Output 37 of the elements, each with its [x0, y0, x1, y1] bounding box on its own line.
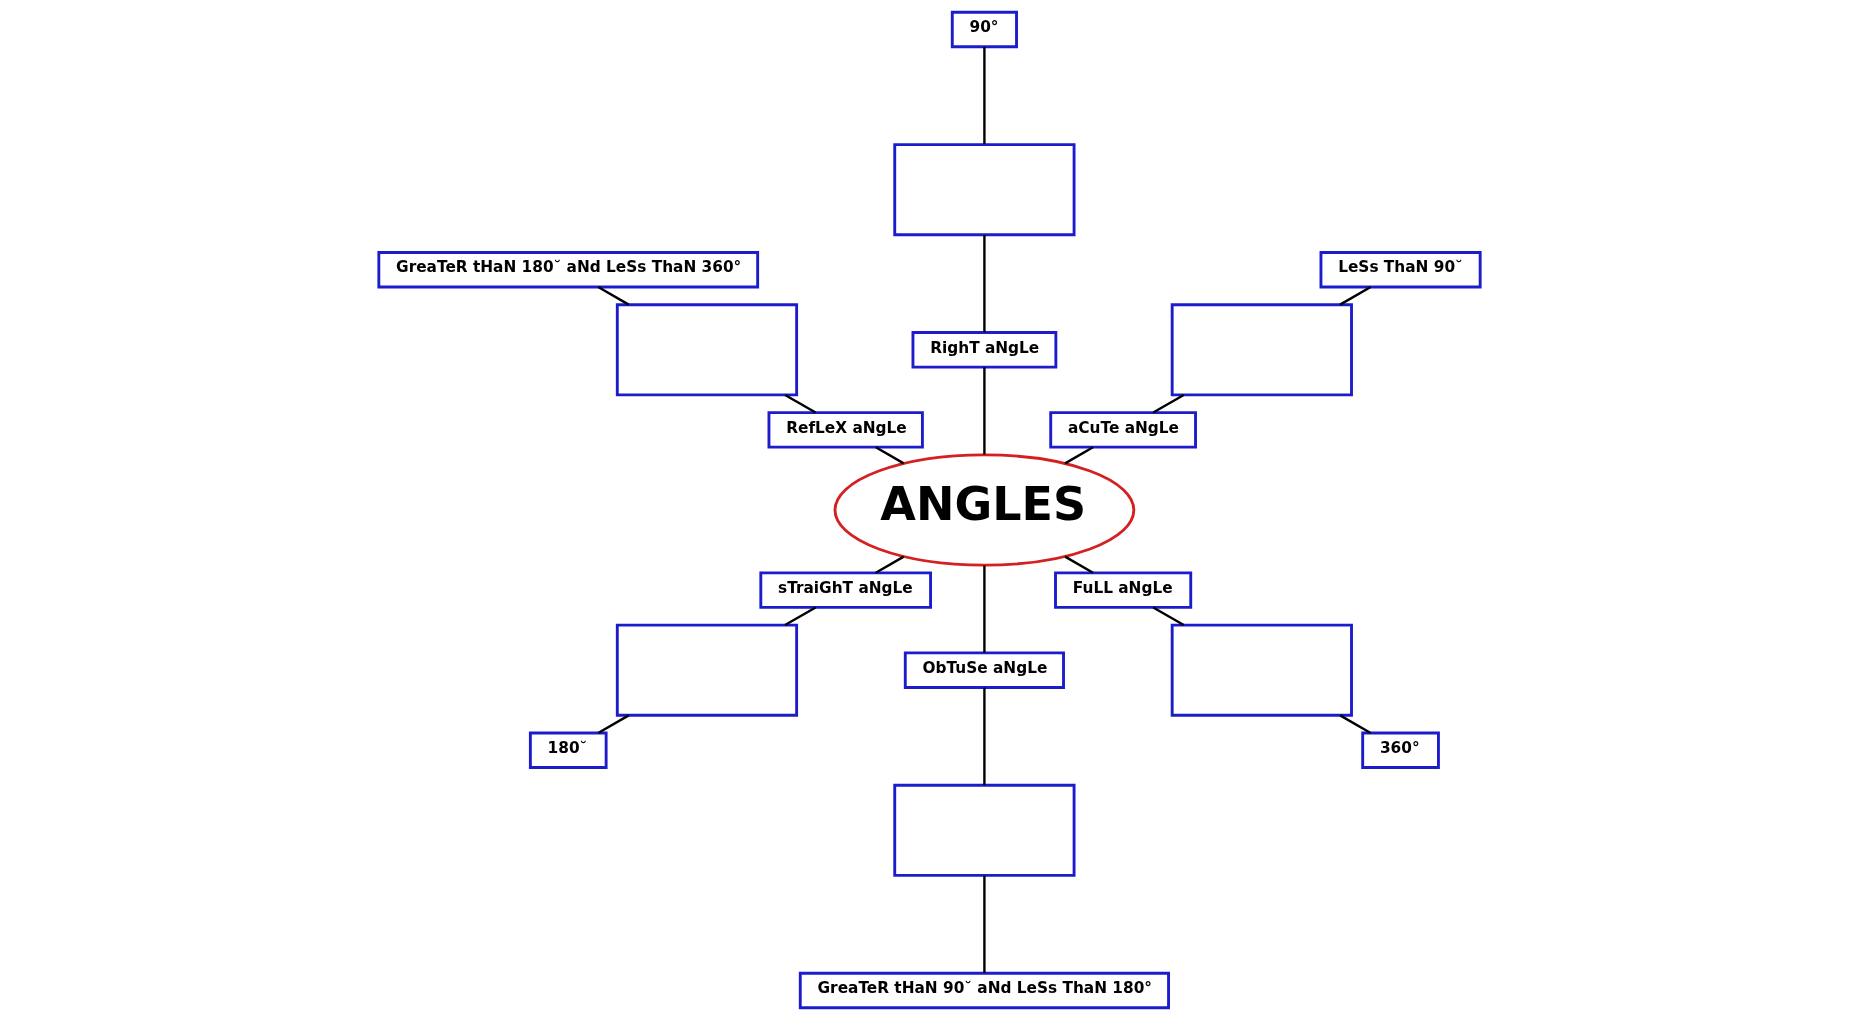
connector	[1339, 286, 1372, 306]
node-box: sTraiGhT aNgLe	[759, 571, 932, 609]
connector	[1152, 606, 1185, 627]
node-box: RefLeX aNgLe	[767, 411, 924, 449]
node-box: RighT aNgLe	[911, 331, 1058, 369]
node-box: 360°	[1361, 731, 1440, 769]
node-box	[893, 783, 1076, 877]
node-box	[1170, 623, 1353, 717]
connector	[875, 446, 905, 465]
node-box: aCuTe aNgLe	[1049, 411, 1197, 449]
connector	[597, 286, 630, 306]
connector	[1339, 714, 1372, 734]
connector	[983, 46, 986, 145]
connector	[784, 606, 817, 627]
node-box	[893, 143, 1076, 237]
connector	[983, 565, 986, 653]
connector	[597, 714, 630, 734]
node-ellipse: ANGLES	[833, 453, 1136, 567]
node-box	[1170, 303, 1353, 397]
node-box: GreaTeR tHaN 180˘ aNd LeSs ThaN 360°	[377, 251, 760, 289]
connector	[875, 555, 905, 574]
connector	[1064, 446, 1094, 465]
connector	[983, 234, 986, 333]
connector	[983, 367, 986, 455]
connector	[1152, 393, 1185, 414]
connector	[784, 393, 817, 414]
node-box: 180˘	[528, 731, 608, 769]
node-box: GreaTeR tHaN 90˘ aNd LeSs ThaN 180°	[798, 971, 1170, 1010]
connector	[983, 687, 986, 786]
node-box: ObTuSe aNgLe	[903, 651, 1065, 689]
connector	[1064, 555, 1094, 574]
connector	[983, 875, 986, 974]
node-box	[615, 303, 799, 397]
node-box: FuLL aNgLe	[1054, 571, 1193, 609]
node-box	[615, 623, 799, 717]
node-box: LeSs ThaN 90˘	[1319, 251, 1482, 289]
node-box: 90°	[950, 10, 1018, 49]
